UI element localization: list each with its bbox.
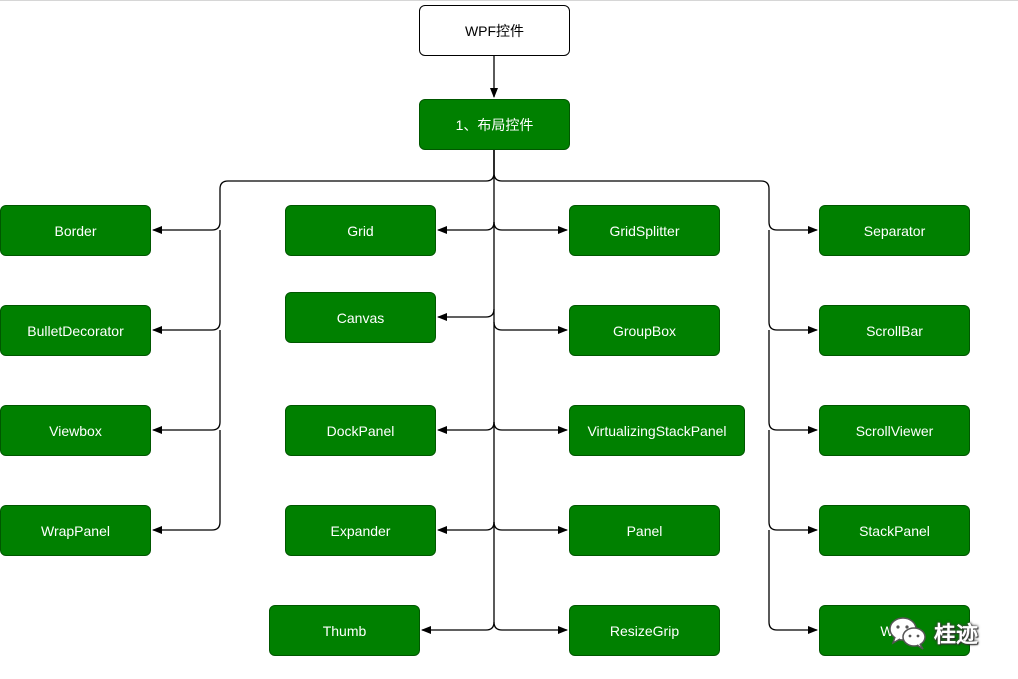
edge-expander bbox=[437, 521, 495, 534]
edge-panel bbox=[493, 521, 568, 534]
node-viewbox: Viewbox bbox=[0, 405, 151, 456]
edge-vsp bbox=[493, 421, 568, 434]
node-scrollviewer: ScrollViewer bbox=[819, 405, 970, 456]
edge-separator bbox=[493, 150, 818, 234]
edge-grid bbox=[437, 221, 495, 234]
edge-gridsplitter bbox=[493, 221, 568, 234]
edge-scrollbar bbox=[768, 230, 818, 334]
node-separator: Separator bbox=[819, 205, 970, 256]
edge-resizegrip bbox=[493, 621, 568, 634]
node-canvas: Canvas bbox=[285, 292, 436, 343]
edge-bulletdecorator bbox=[152, 230, 221, 334]
node-scrollbar: ScrollBar bbox=[819, 305, 970, 356]
node-wpf-controls: WPF控件 bbox=[419, 5, 570, 56]
wechat-icon bbox=[889, 617, 926, 650]
node-wrappanel: WrapPanel bbox=[0, 505, 151, 556]
edge-canvas bbox=[437, 308, 495, 321]
node-stackpanel: StackPanel bbox=[819, 505, 970, 556]
node-gridsplitter: GridSplitter bbox=[569, 205, 720, 256]
node-resizegrip: ResizeGrip bbox=[569, 605, 720, 656]
node-grid: Grid bbox=[285, 205, 436, 256]
edge-scrollviewer bbox=[768, 330, 818, 434]
node-groupbox: GroupBox bbox=[569, 305, 720, 356]
node-dockpanel: DockPanel bbox=[285, 405, 436, 456]
node-bulletdecorator: BulletDecorator bbox=[0, 305, 151, 356]
edge-stackpanel bbox=[768, 430, 818, 534]
edge-viewbox bbox=[152, 330, 221, 434]
node-layout-controls: 1、布局控件 bbox=[419, 99, 570, 150]
node-expander: Expander bbox=[285, 505, 436, 556]
node-virtualizingstackpanel: VirtualizingStackPanel bbox=[569, 405, 745, 456]
edge-border bbox=[152, 150, 495, 234]
node-border: Border bbox=[0, 205, 151, 256]
node-panel: Panel bbox=[569, 505, 720, 556]
node-thumb: Thumb bbox=[269, 605, 420, 656]
watermark: 桂迹 bbox=[888, 613, 978, 653]
edge-dockpanel bbox=[437, 421, 495, 434]
watermark-text: 桂迹 bbox=[934, 623, 979, 648]
edge-wrappanel bbox=[152, 430, 221, 534]
edge-groupbox bbox=[493, 321, 568, 334]
edge-window bbox=[768, 530, 818, 634]
edge-thumb bbox=[421, 621, 495, 634]
